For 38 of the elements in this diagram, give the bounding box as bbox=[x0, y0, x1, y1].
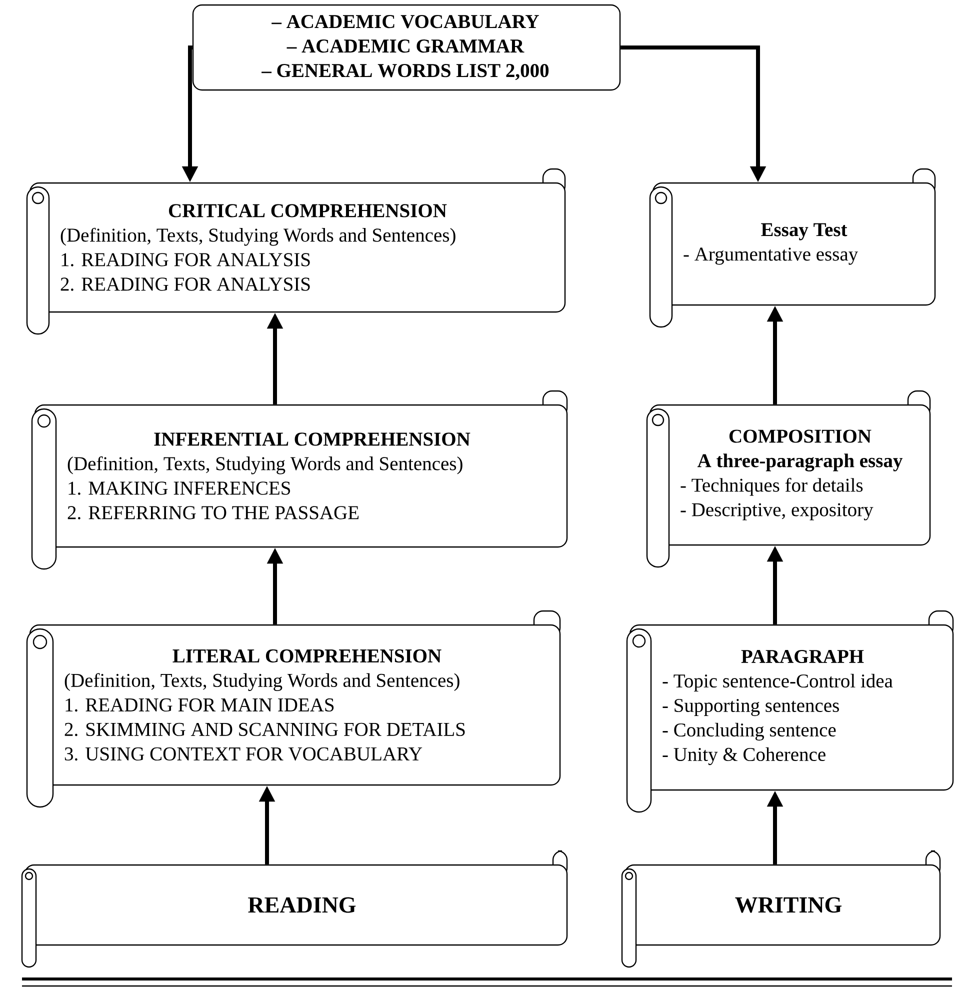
heading: WRITING bbox=[735, 897, 842, 913]
scroll-banner bbox=[24, 864, 568, 946]
rounded-box bbox=[192, 4, 621, 91]
heading: Essay Test bbox=[761, 223, 848, 240]
scroll-banner bbox=[629, 624, 954, 791]
list-item: 1. READING FOR ANALYSIS bbox=[62, 253, 310, 266]
heading: INFERENTIAL COMPREHENSION bbox=[154, 432, 470, 446]
list-item: - Argumentative essay bbox=[684, 248, 858, 265]
list-item: – ACADEMIC VOCABULARY bbox=[272, 15, 539, 28]
list-item: – GENERAL WORDS LIST 2,000 bbox=[262, 64, 549, 80]
list-item: - Unity & Coherence bbox=[662, 747, 826, 766]
list-item: – ACADEMIC GRAMMAR bbox=[286, 40, 524, 53]
list-item: 1. MAKING INFERENCES bbox=[68, 482, 290, 495]
subtitle: (Definition, Texts, Studying Words and Sentences) bbox=[68, 456, 462, 474]
list-item: - Supporting sentences bbox=[662, 698, 839, 716]
scroll-banner bbox=[624, 864, 941, 946]
list-item: - Topic sentence-Control idea bbox=[662, 674, 893, 692]
subtitle: (Definition, Texts, Studying Words and Sentences) bbox=[60, 228, 456, 246]
scroll-banner bbox=[649, 404, 931, 546]
scroll-banner bbox=[34, 404, 568, 548]
list-item: - Techniques for details bbox=[680, 478, 863, 496]
heading: READING bbox=[248, 897, 356, 913]
subtitle: (Definition, Texts, Studying Words and Sentences) bbox=[64, 673, 460, 692]
list-item: 3. USING CONTEXT FOR VOCABULARY bbox=[64, 747, 422, 761]
list-item: 2. SKIMMING AND SCANNING FOR DETAILS bbox=[64, 722, 465, 736]
list-item: 2. REFERRING TO THE PASSAGE bbox=[68, 506, 359, 520]
heading: A three-paragraph essay bbox=[697, 454, 903, 472]
scroll-banner bbox=[29, 182, 566, 313]
list-item: - Concluding sentence bbox=[662, 722, 836, 741]
list-item: - Descriptive, expository bbox=[680, 503, 874, 520]
heading: COMPOSITION bbox=[729, 430, 872, 443]
list-item: 2. READING FOR ANALYSIS bbox=[60, 278, 310, 291]
heading: PARAGRAPH bbox=[741, 650, 864, 664]
heading: LITERAL COMPREHENSION bbox=[172, 649, 442, 662]
heading: CRITICAL COMPREHENSION bbox=[168, 204, 447, 218]
scroll-banner bbox=[29, 624, 561, 786]
scroll-banner bbox=[652, 182, 936, 306]
list-item: 1. READING FOR MAIN IDEAS bbox=[66, 698, 334, 712]
